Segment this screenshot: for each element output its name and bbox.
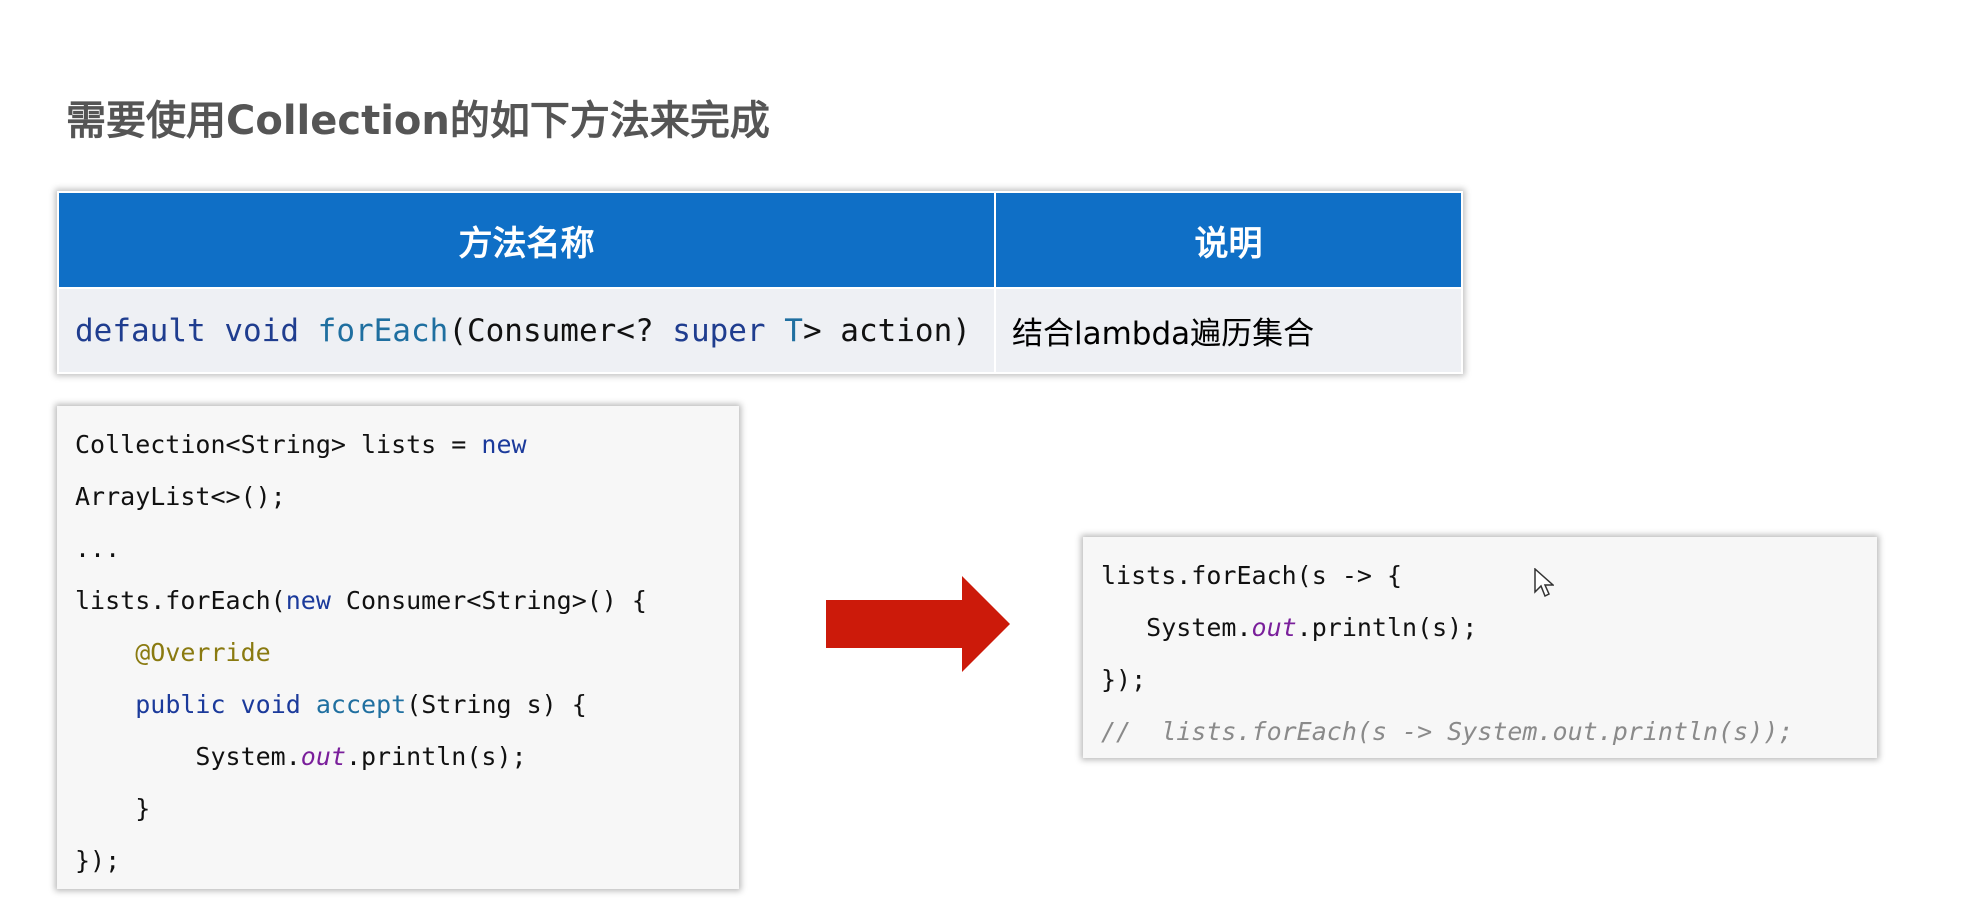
code-token: Consumer<String>() { — [330, 586, 647, 615]
code-indent — [75, 690, 135, 719]
table-row: default void forEach(Consumer<? super T>… — [57, 287, 1463, 374]
method-signature: default void forEach(Consumer<? super T>… — [57, 287, 996, 374]
param-open: (Consumer<? — [448, 312, 673, 349]
code-indent — [75, 742, 195, 771]
method-description: 结合lambda遍历集合 — [994, 287, 1463, 374]
code-token: .println(s); — [1296, 613, 1478, 642]
right-arrow-icon — [826, 576, 1010, 672]
code-token: Collection<String> lists = — [75, 430, 482, 459]
code-token: ... — [75, 534, 121, 563]
code-token — [226, 690, 241, 719]
left-code-line: } — [75, 794, 150, 823]
page-title: 需要使用Collection的如下方法来完成 — [66, 98, 770, 144]
lambda-code-block: lists.forEach(s -> { System.out.println(… — [1083, 537, 1877, 758]
code-token: out — [1251, 613, 1297, 642]
code-indent — [75, 794, 135, 823]
code-indent — [75, 638, 135, 667]
right-code-line: lists.forEach(s -> { — [1101, 561, 1402, 590]
type-t: T — [784, 312, 803, 349]
right-code-line: }); — [1101, 665, 1146, 694]
keyword-default: default — [75, 312, 206, 349]
code-token: System. — [1146, 613, 1252, 642]
code-token: void — [240, 690, 301, 719]
code-token: new — [481, 430, 527, 459]
right-code-line: System.out.println(s); — [1101, 613, 1477, 642]
code-token: lists.forEach(s -> { — [1101, 561, 1403, 590]
code-token: System. — [195, 742, 301, 771]
left-code-line: @Override — [75, 638, 271, 667]
code-token: public — [135, 690, 226, 719]
code-token: @Override — [135, 638, 271, 667]
code-token: (String s) { — [406, 690, 587, 719]
left-code-line: }); — [75, 846, 120, 875]
keyword-void: void — [224, 312, 299, 349]
method-foreach: forEach — [317, 312, 449, 349]
left-code-line: Collection<String> lists = new — [75, 430, 527, 459]
code-indent — [1101, 613, 1146, 642]
param-close: > action) — [802, 312, 971, 349]
mouse-cursor-icon — [1534, 568, 1554, 598]
code-token: ArrayList<>(); — [75, 482, 286, 511]
left-code-line: ... — [75, 534, 120, 563]
code-token: // lists.forEach(s -> System.out.println… — [1101, 717, 1794, 746]
left-code-line: lists.forEach(new Consumer<String>() { — [75, 586, 647, 615]
code-token: new — [285, 586, 331, 615]
left-code-line: System.out.println(s); — [75, 742, 527, 771]
keyword-super: super — [672, 312, 766, 349]
right-code-line: // lists.forEach(s -> System.out.println… — [1101, 717, 1793, 746]
code-token: .println(s); — [345, 742, 527, 771]
space — [299, 313, 318, 349]
space — [766, 313, 785, 349]
space — [206, 313, 225, 349]
header-description: 说明 — [994, 191, 1463, 289]
code-token: out — [300, 742, 346, 771]
method-table: 方法名称 说明 default void forEach(Consumer<? … — [57, 191, 1463, 374]
header-method-name: 方法名称 — [57, 191, 996, 289]
left-code-line: ArrayList<>(); — [75, 482, 286, 511]
table-header-row: 方法名称 说明 — [57, 191, 1463, 289]
code-token: accept — [315, 690, 407, 719]
code-token — [301, 690, 316, 719]
code-token: } — [135, 794, 151, 823]
code-token: }); — [75, 846, 121, 875]
code-token: }); — [1101, 665, 1147, 694]
left-code-line: public void accept(String s) { — [75, 690, 587, 719]
code-token: lists.forEach( — [75, 586, 286, 615]
